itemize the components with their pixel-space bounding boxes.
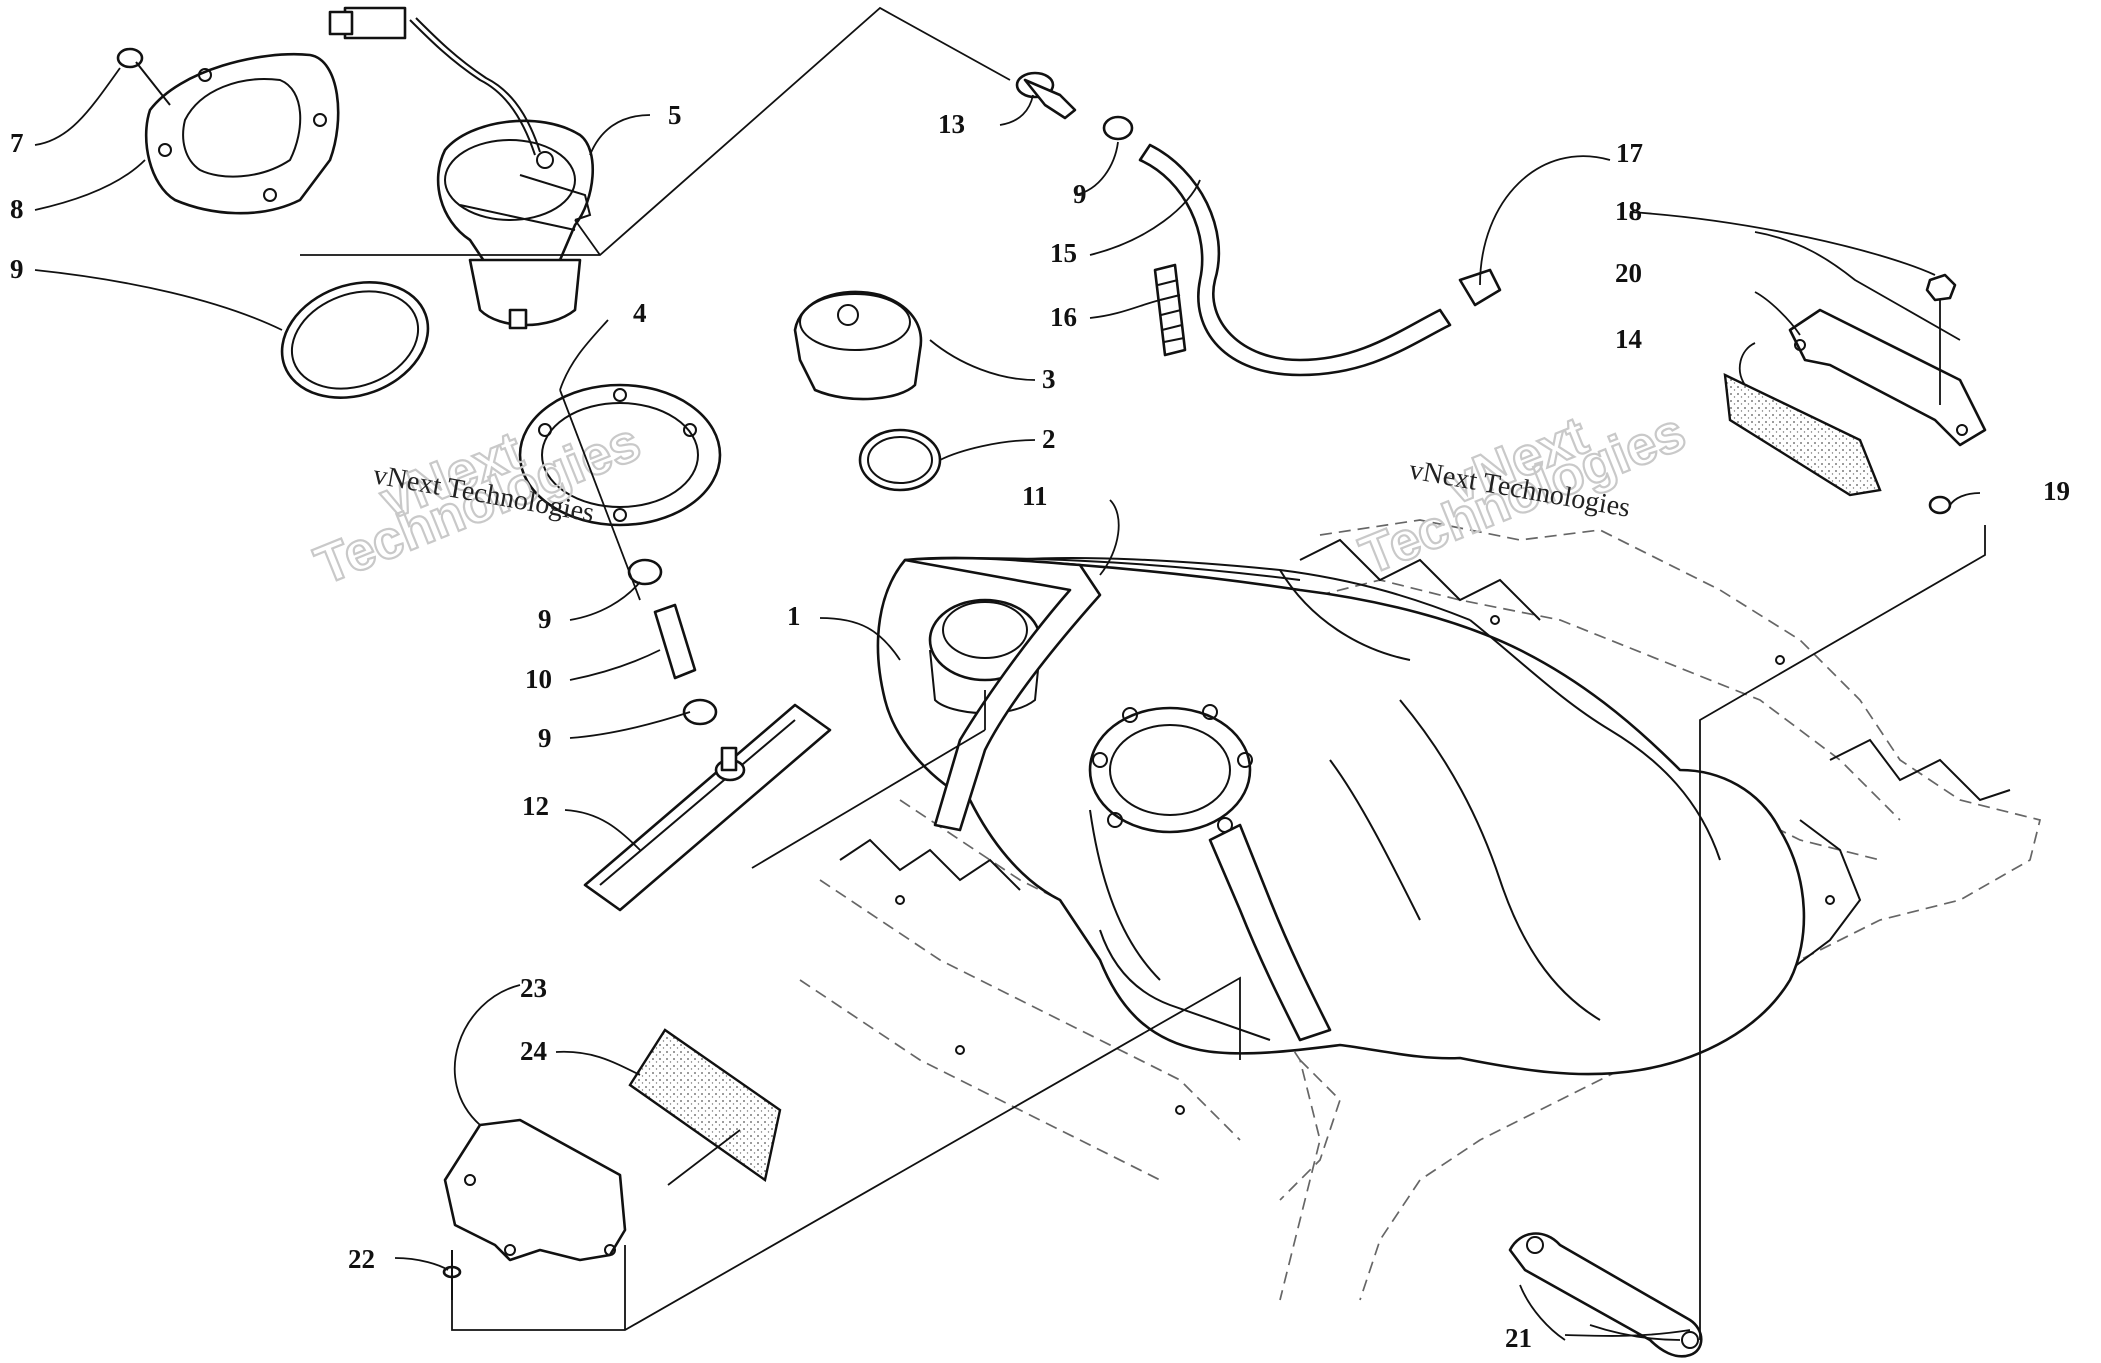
foam-part-24 (628, 1028, 782, 1183)
callout-7: 8 (10, 194, 24, 224)
callout-1: 1 (787, 601, 801, 631)
callout-15: 15 (1050, 238, 1077, 268)
leader-lines (34, 6, 1986, 1341)
bracket-part-20 (1788, 308, 1987, 447)
fastener-part-22 (442, 1250, 462, 1300)
callout-12: 12 (522, 791, 549, 821)
hose-clamp-part-9c (1102, 115, 1134, 141)
callout-9-b: 9 (538, 723, 552, 753)
strap-part-21 (1508, 1232, 1703, 1358)
callout-20: 20 (1615, 258, 1642, 288)
callout-6: 7 (10, 128, 24, 158)
gas-cap-part-3 (793, 290, 923, 401)
hose-clamp-part-9a (627, 558, 663, 586)
gasket-part-2 (858, 428, 942, 492)
sleeve-part-16 (1153, 263, 1187, 357)
fuel-hose-part-15 (1138, 143, 1452, 377)
callout-14: 14 (1615, 324, 1642, 354)
callout-21: 21 (1505, 1323, 1532, 1353)
nut-part-19 (1928, 495, 1952, 515)
watermark-right: vNext Technologies vNext Technologies (1351, 401, 1695, 588)
bracket-part-23 (443, 1118, 627, 1262)
callout-17: 17 (1616, 138, 1643, 168)
screw-part-6 (116, 47, 171, 106)
callout-labels: 7 8 9 5 4 3 2 11 1 9 10 9 12 13 9 15 16 … (10, 100, 2070, 1353)
callout-5: 5 (668, 100, 682, 130)
pad-part-14 (1723, 372, 1882, 497)
callout-16: 16 (1050, 302, 1077, 332)
callout-22: 22 (348, 1244, 375, 1274)
lock-ring-part-4 (518, 383, 722, 527)
callout-2: 2 (1042, 424, 1056, 454)
callout-10: 10 (525, 664, 552, 694)
callout-24: 24 (520, 1036, 547, 1066)
fuel-pump-part-5 (328, 6, 595, 330)
callout-8: 9 (10, 254, 24, 284)
callout-9-a: 9 (538, 604, 552, 634)
callout-11: 11 (1022, 481, 1048, 511)
fitting-part-13 (1015, 71, 1077, 120)
nut-part-18 (1925, 273, 1957, 302)
callout-3: 3 (1042, 364, 1056, 394)
o-ring-part-8 (280, 281, 430, 399)
flange-gasket-part-7 (144, 53, 340, 215)
callout-19: 19 (2043, 476, 2070, 506)
hose-part-10 (653, 603, 697, 680)
fuel-tank-part-1 (876, 556, 1806, 1076)
hose-clamp-part-9b (682, 698, 718, 726)
callout-23: 23 (520, 973, 547, 1003)
callout-18: 18 (1615, 196, 1642, 226)
callout-13: 13 (938, 109, 965, 139)
callout-4: 4 (633, 298, 647, 328)
callout-9-c: 9 (1073, 179, 1087, 209)
filter-plate-part-12 (583, 703, 832, 912)
